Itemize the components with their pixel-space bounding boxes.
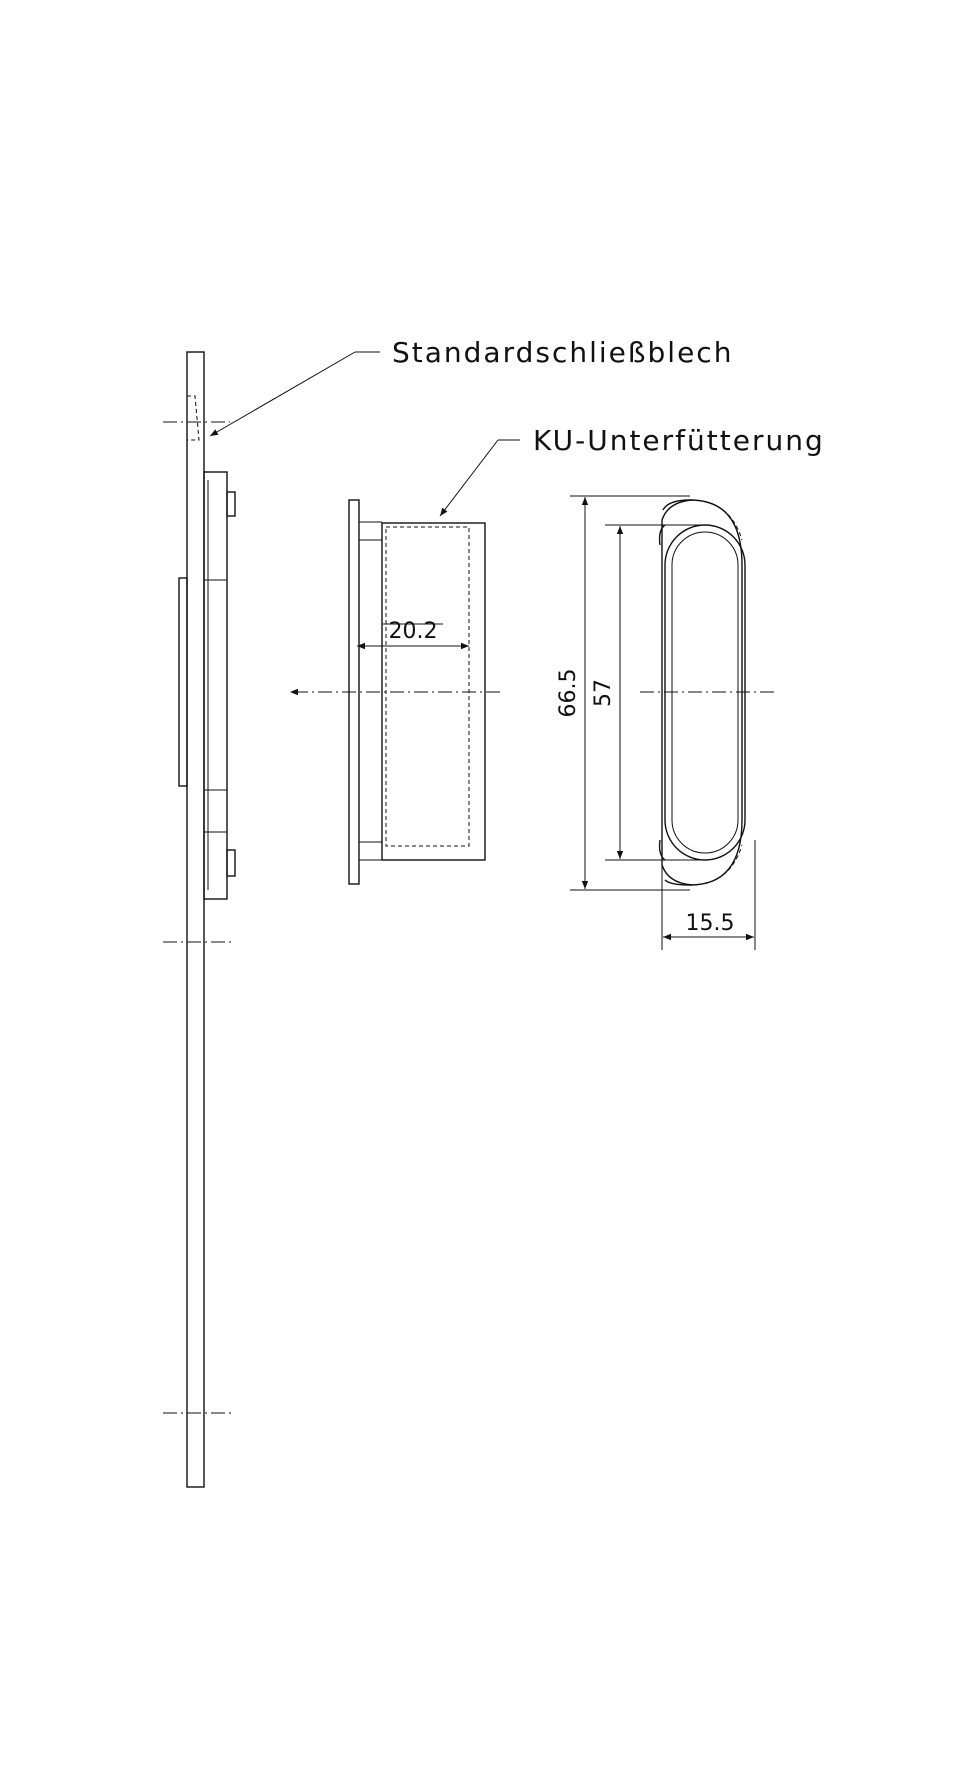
housing-block bbox=[203, 471, 228, 900]
strike-plate-callout: Standardschließblech bbox=[209, 336, 733, 437]
lower-tab bbox=[226, 849, 236, 877]
inner-oval-offset bbox=[671, 531, 739, 854]
shim-label: KU-Unterfütterung bbox=[533, 424, 825, 457]
shim-body bbox=[381, 522, 486, 861]
shim-callout: KU-Unterfütterung bbox=[439, 424, 825, 517]
plate-outline bbox=[186, 351, 205, 1488]
outer-contour-left bbox=[661, 499, 693, 886]
top-countersink bbox=[187, 395, 200, 441]
shim-leader-arrow bbox=[439, 439, 499, 517]
strike-plate-side-view bbox=[163, 351, 236, 1488]
shim-front-view: 66.5 57 15.5 bbox=[556, 495, 775, 950]
shim-depth-value: 20.2 bbox=[389, 619, 438, 644]
inner-length-value: 57 bbox=[591, 679, 616, 707]
outer-length-value: 66.5 bbox=[556, 669, 581, 718]
upper-tab bbox=[226, 491, 236, 517]
strike-plate-leader-arrow bbox=[209, 351, 356, 437]
shim-hidden-contour bbox=[385, 526, 470, 847]
shim-side-view: 20.2 bbox=[290, 499, 500, 885]
strike-plate-label: Standardschließblech bbox=[392, 336, 733, 369]
width-value: 15.5 bbox=[686, 911, 735, 936]
back-recess bbox=[178, 577, 188, 787]
